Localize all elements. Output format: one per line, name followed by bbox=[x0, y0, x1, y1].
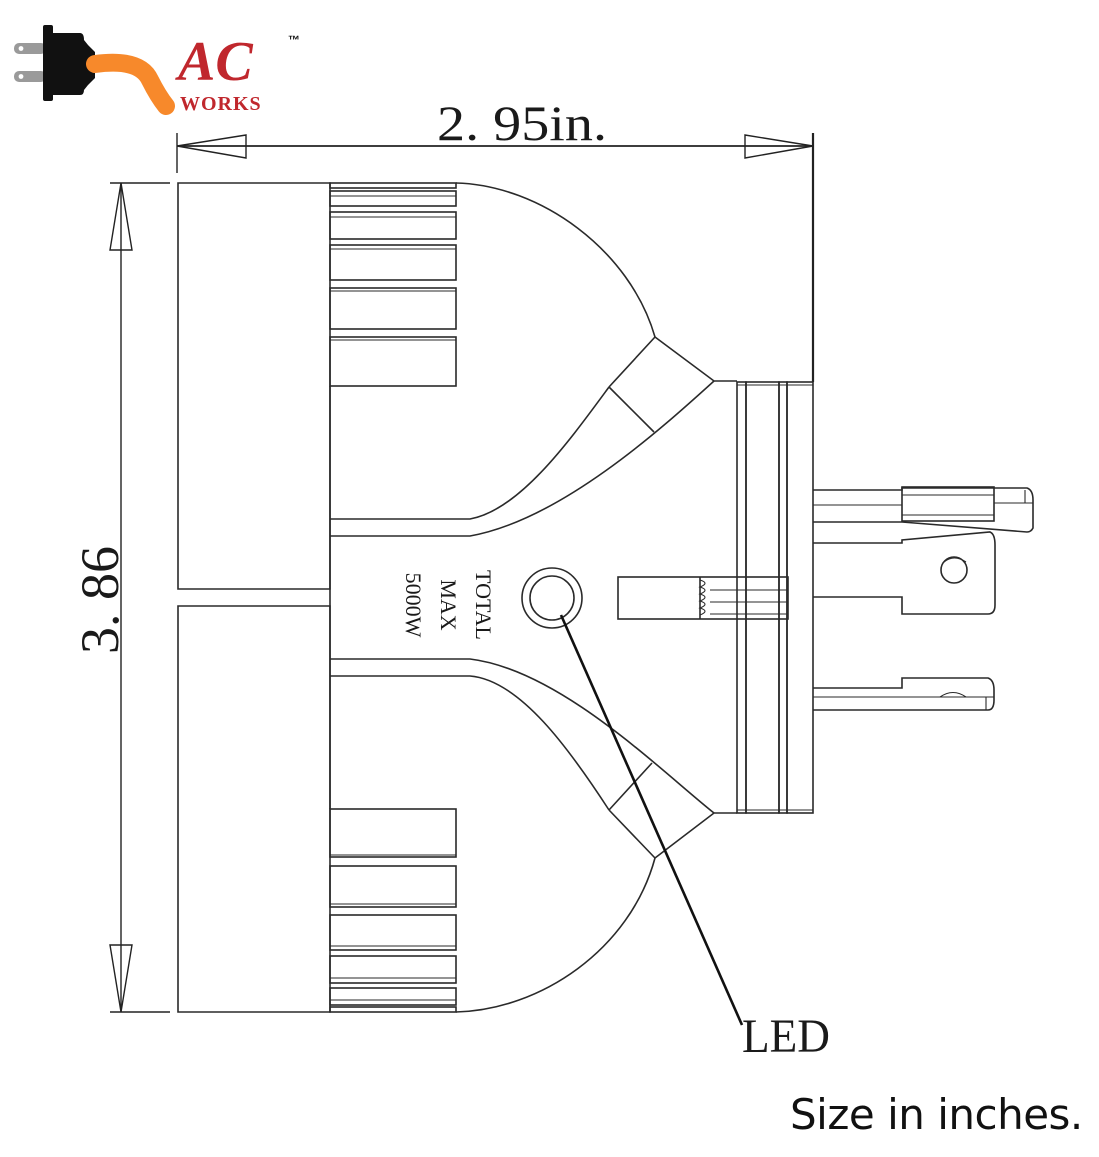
trademark-symbol: ™ bbox=[288, 33, 300, 47]
plug-body-icon bbox=[43, 25, 95, 101]
height-dimension: 3. 86 bbox=[70, 182, 170, 1013]
led-indicator-icon bbox=[521, 567, 583, 629]
arrow-right-icon bbox=[744, 134, 814, 159]
lower-slot-stack bbox=[329, 808, 457, 1013]
led-callout-label: LED bbox=[742, 1010, 830, 1063]
arrow-up-icon bbox=[109, 182, 133, 251]
width-label: 2. 95in. bbox=[437, 95, 607, 151]
rating-max: MAX bbox=[436, 579, 461, 630]
top-blade-icon bbox=[813, 486, 1034, 533]
width-dimension: 2. 95in. bbox=[176, 95, 815, 382]
plug-collar bbox=[736, 381, 814, 814]
logo-works-text: WORKS bbox=[180, 93, 262, 115]
ac-works-logo: AC WORKS ™ bbox=[14, 25, 300, 115]
cord-icon bbox=[86, 53, 175, 115]
bottom-blade-icon bbox=[813, 677, 995, 711]
middle-blade-icon bbox=[813, 531, 996, 615]
plug-prongs-icon bbox=[14, 43, 46, 82]
arrow-down-icon bbox=[109, 944, 133, 1013]
upper-slot-stack bbox=[329, 182, 457, 387]
led-leader-line bbox=[559, 614, 744, 1026]
rating-total: TOTAL bbox=[471, 570, 496, 640]
receptacle-body bbox=[177, 182, 737, 1013]
ground-pin-icon bbox=[617, 576, 789, 620]
rating-watts: 5000W bbox=[401, 573, 426, 638]
logo-ac-text: AC bbox=[175, 31, 253, 93]
rating-label: TOTAL MAX 5000W bbox=[401, 570, 496, 640]
plug-blades bbox=[813, 486, 1034, 711]
arrow-left-icon bbox=[176, 134, 247, 159]
height-label: 3. 86 bbox=[70, 546, 130, 654]
units-caption: Size in inches. bbox=[790, 1090, 1083, 1139]
